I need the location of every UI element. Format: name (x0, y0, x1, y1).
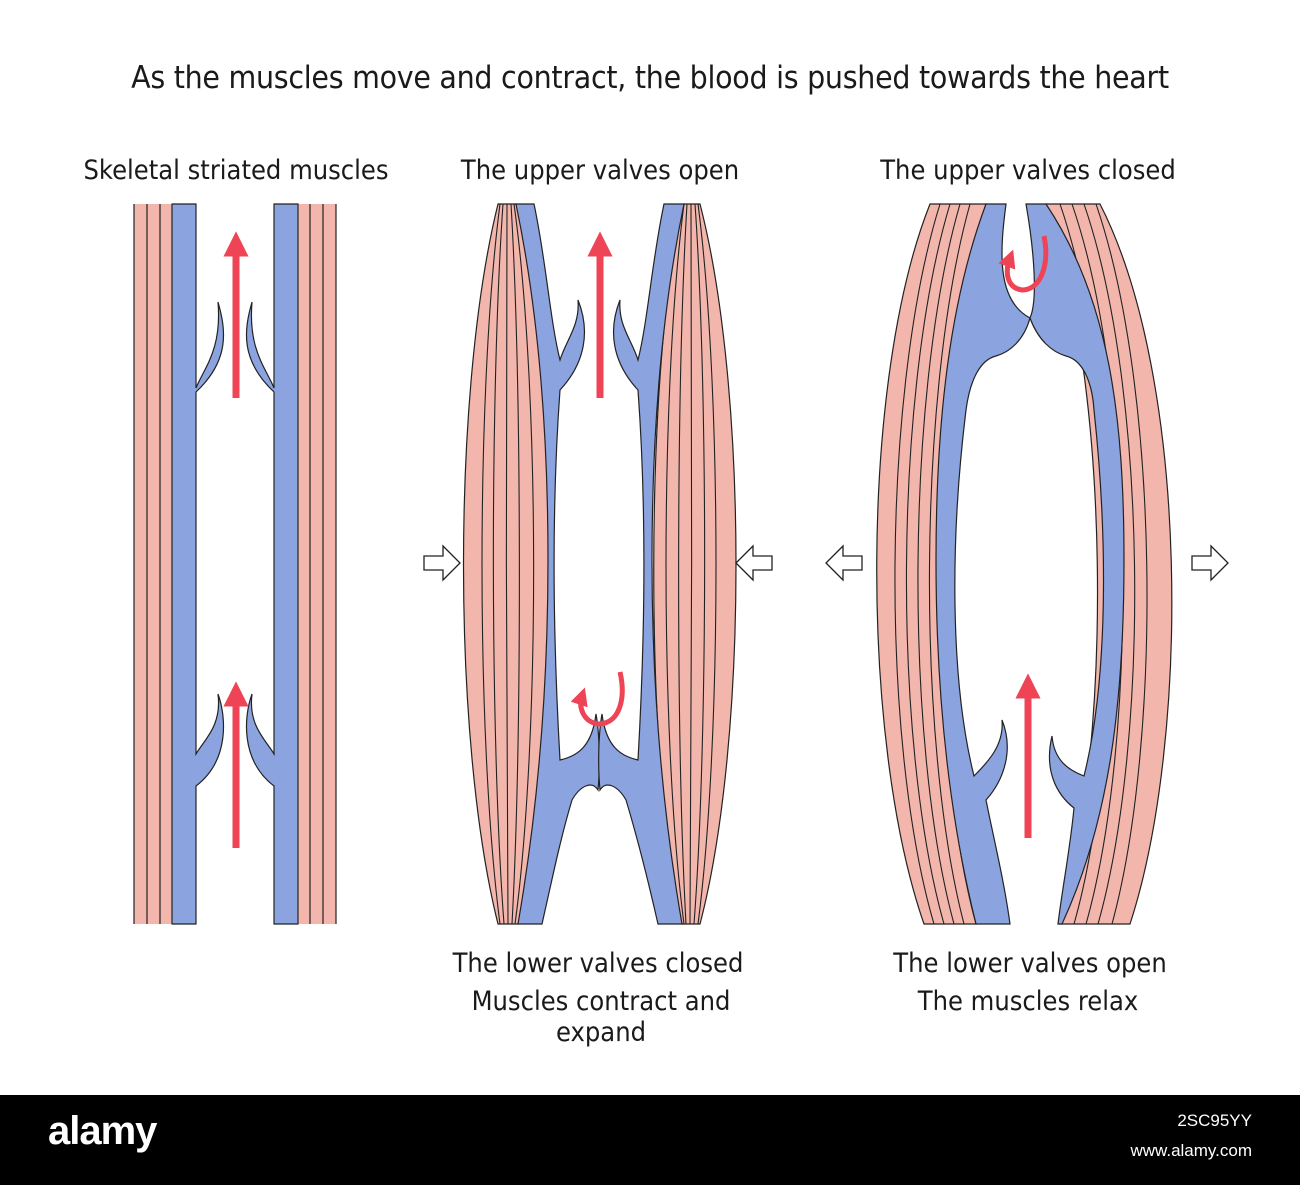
image-id: 2SC95YY (1177, 1111, 1252, 1130)
left-vein-wall (171, 203, 225, 925)
panel-2-bottom-line-1: The lower valves closed (452, 948, 744, 979)
panel-2-bottom-line-2: Muscles contract and expand (471, 986, 731, 1048)
muscle-fibers (481, 203, 717, 925)
relax-arrow-right (1191, 544, 1229, 582)
backflow-arrow-curved (570, 671, 625, 727)
panel-3-relax (825, 203, 1229, 925)
relax-arrow-left (825, 544, 863, 582)
panel-2-top-label: The upper valves open (460, 155, 740, 186)
brand-logo: alamy (48, 1109, 157, 1153)
panel-3-top-label: The upper valves closed (880, 155, 1176, 186)
site-url: www.alamy.com (1130, 1141, 1252, 1160)
press-arrow-left (423, 544, 461, 582)
right-vein-wall (598, 203, 685, 925)
panel-3-bottom-line-2: The muscles relax (917, 986, 1139, 1017)
left-muscle-band (134, 204, 172, 924)
vein-valve-diagram (133, 203, 1229, 925)
right-muscle-band (298, 204, 336, 924)
right-vein-wall (245, 203, 299, 925)
page-title: As the muscles move and contract, the bl… (131, 60, 1169, 96)
panel-2-contract (423, 203, 773, 925)
left-vein-wall (515, 203, 600, 925)
press-arrow-right (735, 544, 773, 582)
watermark-footer: alamy 2SC95YY www.alamy.com (0, 1095, 1300, 1185)
panel-1-top-label: Skeletal striated muscles (83, 155, 389, 186)
right-vein-wall (1025, 203, 1125, 925)
panel-1-resting (133, 203, 337, 925)
backflow-arrow-curved (998, 235, 1049, 293)
muscle-fibers (133, 204, 337, 924)
left-vein-wall (935, 203, 1031, 925)
panel-3-bottom-line-1: The lower valves open (893, 948, 1167, 979)
